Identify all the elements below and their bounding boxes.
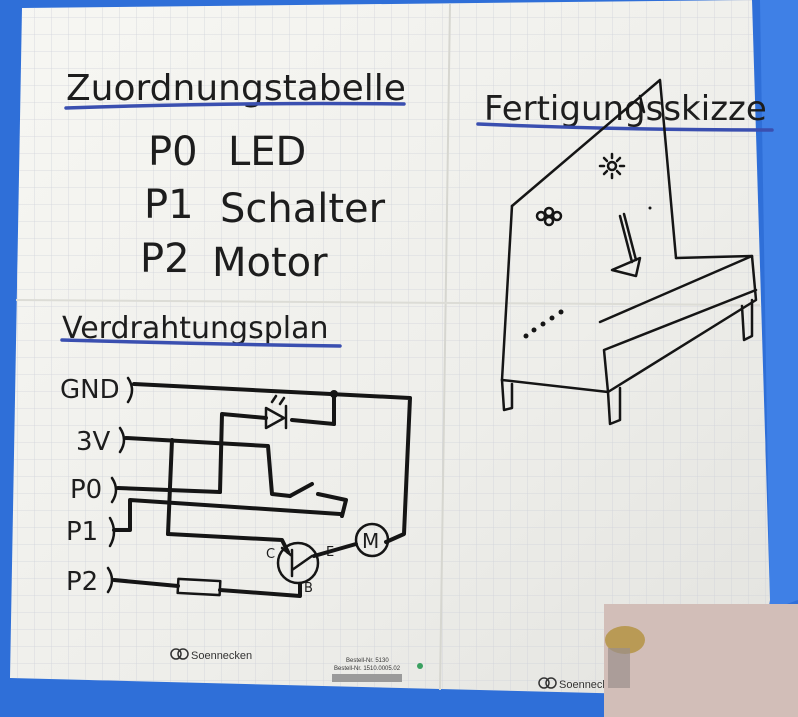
right-back-leg [740, 298, 754, 342]
row-2-pin: P2 [140, 236, 190, 282]
base-plate-front [500, 254, 758, 394]
p0-connector [110, 476, 118, 504]
label-motor: M [362, 529, 379, 553]
pin-3v: 3V [76, 427, 111, 457]
switch-contact-wire [316, 492, 348, 518]
3v-branch [166, 438, 174, 536]
brand-left-text: Soennecken [191, 650, 252, 662]
base-plate-back-edge [598, 254, 754, 324]
assignment-title-underline [64, 101, 406, 110]
row-2-device: Motor [212, 240, 328, 286]
led-dots-row [523, 309, 564, 339]
brass-object [605, 626, 645, 654]
row-0-device: LED [228, 129, 306, 175]
p2-wire-right [218, 582, 302, 598]
p1-wire [112, 498, 342, 532]
led-diode-icon [264, 404, 288, 430]
switch-blade [288, 482, 314, 498]
p2-wire-left [112, 578, 180, 588]
back-panel-left [500, 204, 514, 382]
grey-object [608, 648, 630, 688]
row-0-pin: P0 [148, 129, 198, 175]
led-sun-icon [606, 160, 618, 172]
led-light-rays-icon [270, 394, 286, 406]
led-rays-icon [598, 152, 626, 180]
gnd-connector [126, 376, 134, 404]
pin-p1: P1 [66, 517, 98, 547]
background-highlight [760, 0, 798, 610]
label-collector: C [266, 547, 275, 562]
right-front-leg [606, 386, 622, 426]
back-panel-fold [638, 94, 646, 114]
row-1-pin: P1 [144, 182, 194, 228]
pin-p0: P0 [70, 475, 102, 505]
wiring-plan: Verdrahtungsplan GND 3V P0 P1 P2 [60, 311, 412, 598]
3v-wire [124, 436, 292, 498]
base-plate-edge [602, 288, 758, 394]
p0-wire [116, 486, 222, 494]
row-1-device: Schalter [220, 186, 386, 232]
assignment-table: Zuordnungstabelle P0 LED P1 Schalter P2 … [64, 68, 406, 286]
inset-photo [604, 604, 798, 717]
barcode [332, 674, 402, 682]
back-panel-top [510, 78, 678, 260]
3v-connector [118, 426, 126, 454]
dot-mark [648, 206, 652, 210]
led-wire [218, 412, 336, 494]
pin-gnd: GND [60, 375, 120, 405]
gnd-wire [132, 382, 412, 544]
label-base: B [304, 581, 313, 596]
small-print-1: Bestell-Nr. 5130 [346, 658, 389, 664]
transistor-symbol [280, 546, 314, 578]
motor-symbol [354, 522, 390, 558]
paper-sheet [10, 0, 770, 697]
green-mark [417, 663, 423, 669]
gnd-junction [330, 390, 338, 398]
emitter-wire [312, 542, 358, 558]
left-leg [500, 378, 514, 412]
pin-p2: P2 [66, 567, 98, 597]
transistor-body [276, 541, 320, 585]
sketch-title-underline [476, 122, 774, 132]
brand-left: Soennecken [170, 648, 252, 662]
switch-lever-icon [610, 212, 642, 278]
production-sketch: Fertigungsskizze [476, 78, 774, 426]
fan-icon [535, 206, 563, 227]
small-print-2: Bestell-Nr. 1510.0005.02 [334, 666, 401, 672]
wiring-title-underline [60, 338, 342, 348]
